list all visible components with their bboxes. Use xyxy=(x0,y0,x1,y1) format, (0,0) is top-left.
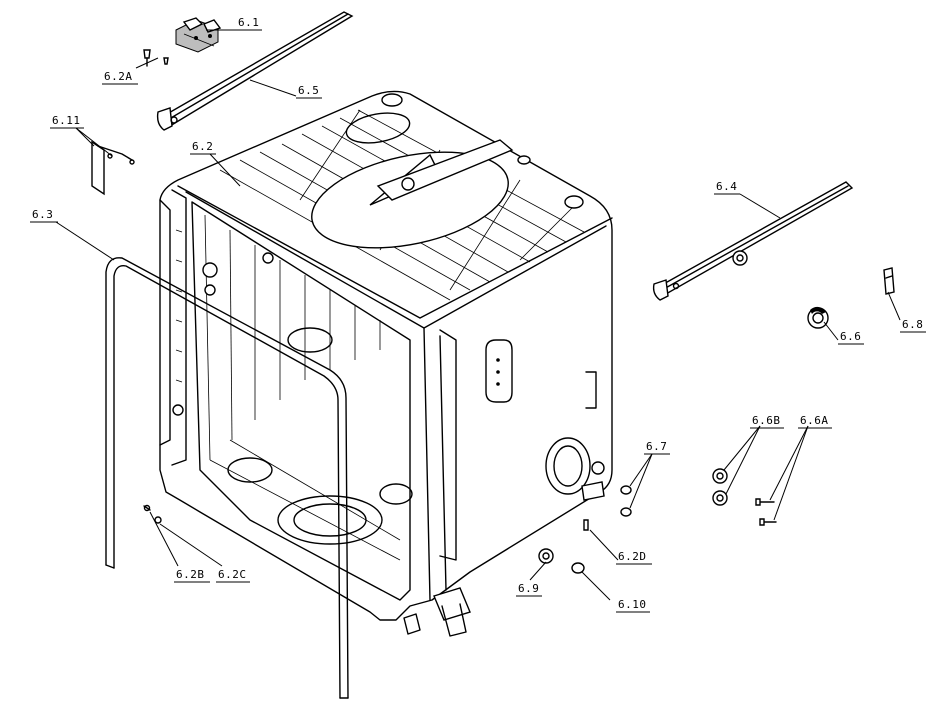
label-6-5: 6.5 xyxy=(298,84,319,97)
dishwasher-tub xyxy=(159,90,613,637)
screws-6-2a xyxy=(143,49,169,67)
fasteners-6-2b-6-2c xyxy=(143,504,162,524)
label-6-10: 6.10 xyxy=(618,598,647,611)
foot-6-9 xyxy=(538,548,554,564)
wheel-6-6 xyxy=(807,306,829,329)
label-6-6b: 6.6B xyxy=(752,414,781,427)
top-rail-6-5 xyxy=(156,11,354,131)
label-6-9: 6.9 xyxy=(518,582,539,595)
pins-6-6a xyxy=(755,498,777,526)
screw-6-2d xyxy=(583,519,589,531)
label-6-2a: 6.2A xyxy=(104,70,133,83)
label-6-8: 6.8 xyxy=(902,318,923,331)
clip-6-8 xyxy=(883,267,895,295)
label-6-2c: 6.2C xyxy=(218,568,247,581)
leader-lines xyxy=(55,29,901,601)
label-6-3: 6.3 xyxy=(32,208,53,221)
washer-6-10 xyxy=(571,562,585,574)
wheels-6-6b xyxy=(712,468,728,506)
label-6-7: 6.7 xyxy=(646,440,667,453)
label-6-6: 6.6 xyxy=(840,330,861,343)
door-gasket-6-3 xyxy=(105,257,349,699)
label-6-11: 6.11 xyxy=(52,114,81,127)
side-rail-6-4 xyxy=(652,181,854,301)
label-6-6a: 6.6A xyxy=(800,414,829,427)
bracket-6-11 xyxy=(91,140,135,196)
part-labels: 6.1 6.2A 6.5 6.11 6.2 6.3 6.4 6.8 6.6 6.… xyxy=(30,16,926,613)
label-6-4: 6.4 xyxy=(716,180,737,193)
label-6-2: 6.2 xyxy=(192,140,213,153)
label-6-1: 6.1 xyxy=(238,16,259,29)
hinge-block-6-1 xyxy=(175,17,222,53)
washers-6-7 xyxy=(620,485,632,517)
label-6-2b: 6.2B xyxy=(176,568,205,581)
label-6-2d: 6.2D xyxy=(618,550,647,563)
